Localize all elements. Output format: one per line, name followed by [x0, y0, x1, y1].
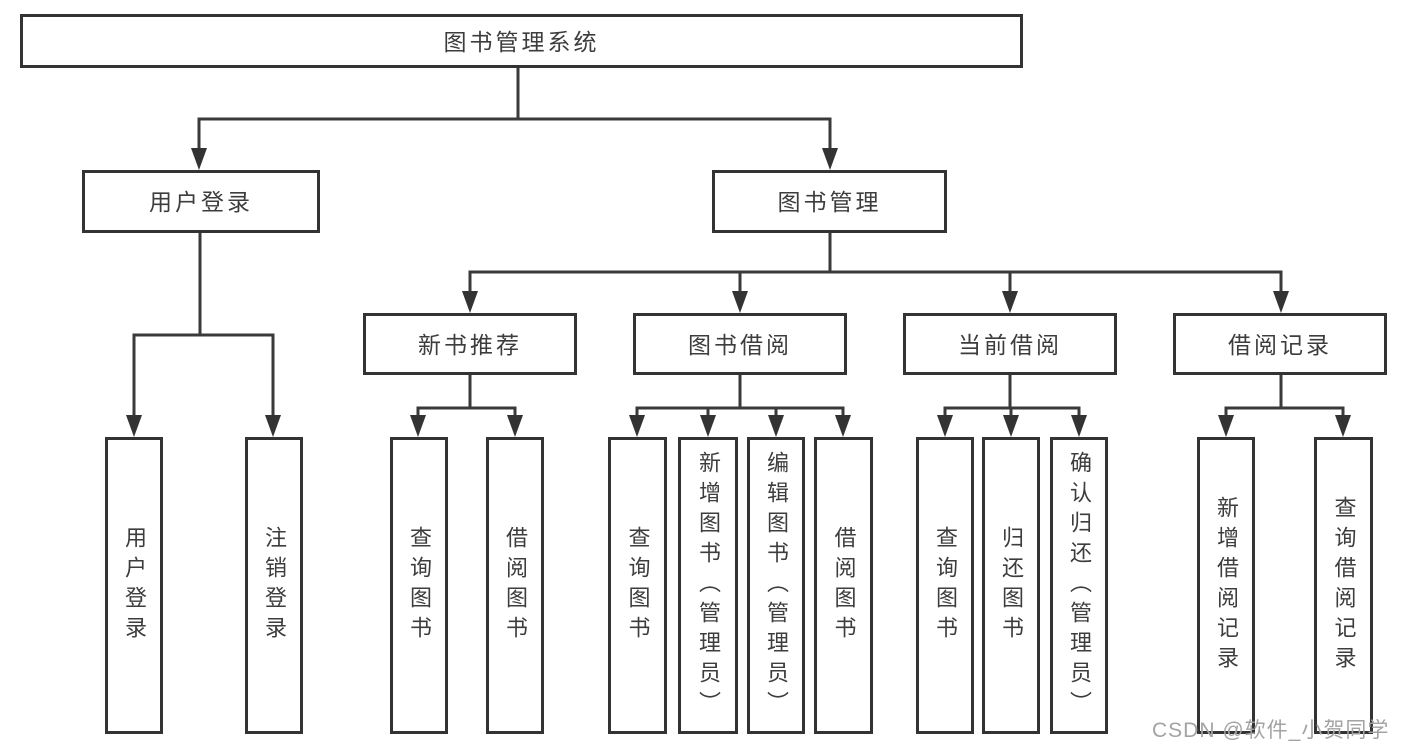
node-book-borrow: 图书借阅: [633, 313, 847, 375]
leaf-user-login: 用户登录: [105, 437, 163, 734]
leaf-newbook-borrow-books: 借阅图书: [486, 437, 544, 734]
node-new-book-recommend: 新书推荐: [363, 313, 577, 375]
leaf-current-return-books: 归还图书: [982, 437, 1040, 734]
leaf-borrow-query-books: 查询图书: [608, 437, 667, 734]
node-book-management: 图书管理: [712, 170, 947, 233]
node-root-system: 图书管理系统: [20, 14, 1023, 68]
node-borrow-record: 借阅记录: [1173, 313, 1387, 375]
leaf-borrow-edit-books-admin: 编辑图书（管理员）: [747, 437, 805, 734]
leaf-current-confirm-return-admin: 确认归还（管理员）: [1050, 437, 1108, 734]
node-current-borrow: 当前借阅: [903, 313, 1117, 375]
node-user-login: 用户登录: [82, 170, 320, 233]
leaf-logout: 注销登录: [245, 437, 303, 734]
leaf-current-query-books: 查询图书: [916, 437, 974, 734]
csdn-watermark: CSDN @软件_小贺同学: [1152, 719, 1390, 742]
leaf-record-add-borrow-record: 新增借阅记录: [1197, 437, 1255, 734]
leaf-borrow-add-books-admin: 新增图书（管理员）: [678, 437, 738, 734]
leaf-newbook-query-books: 查询图书: [390, 437, 448, 734]
leaf-borrow-borrow-books: 借阅图书: [814, 437, 873, 734]
leaf-record-query-borrow-record: 查询借阅记录: [1314, 437, 1373, 734]
